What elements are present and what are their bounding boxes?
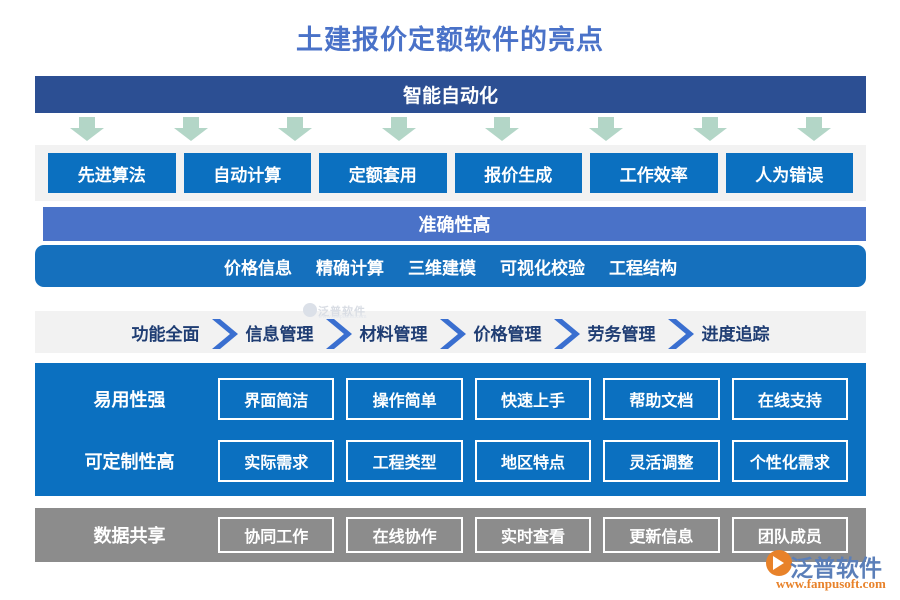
- brand-name: 泛普软件: [790, 556, 882, 581]
- feature-item[interactable]: 个性化需求: [731, 439, 849, 482]
- accuracy-term: 可视化校验: [500, 258, 585, 278]
- feature-item[interactable]: 操作简单: [346, 377, 463, 420]
- automation-chip[interactable]: 工作效率: [590, 153, 718, 193]
- sharing-item[interactable]: 实时查看: [474, 517, 592, 553]
- chevron-right-icon: [208, 317, 238, 349]
- accuracy-term: 三维建模: [408, 258, 476, 278]
- feature-item[interactable]: 帮助文档: [603, 377, 720, 420]
- sharing-item[interactable]: 团队成员: [731, 517, 849, 553]
- process-step[interactable]: 进度追踪: [701, 324, 770, 344]
- feature-item[interactable]: 工程类型: [346, 439, 463, 482]
- feature-item[interactable]: 地区特点: [474, 439, 592, 482]
- page-title: 土建报价定额软件的亮点: [296, 25, 604, 55]
- play-circle-icon: [766, 550, 792, 576]
- automation-chip-strip: 先进算法 自动计算 定额套用 报价生成 工作效率 人为错误: [35, 145, 866, 201]
- arrow-down-icon: [589, 117, 624, 141]
- feature-item[interactable]: 灵活调整: [603, 439, 720, 482]
- process-step[interactable]: 功能全面: [131, 324, 200, 344]
- sharing-block: 数据共享 协同工作 在线协作 实时查看 更新信息 团队成员: [35, 508, 866, 562]
- automation-chip[interactable]: 报价生成: [454, 153, 582, 193]
- process-step[interactable]: 价格管理: [473, 324, 542, 344]
- feature-item[interactable]: 快速上手: [474, 377, 592, 420]
- automation-chip[interactable]: 自动计算: [183, 153, 311, 193]
- chevron-right-icon: [664, 317, 694, 349]
- chevron-right-icon: [550, 317, 580, 349]
- watermark-url: www.fanpusoft.com: [318, 314, 367, 320]
- automation-chip[interactable]: 先进算法: [48, 153, 176, 193]
- sharing-item[interactable]: 协同工作: [218, 517, 335, 553]
- sharing-heading: 数据共享: [93, 526, 166, 546]
- automation-chip[interactable]: 人为错误: [725, 153, 853, 193]
- chevron-right-icon: [322, 317, 352, 349]
- arrow-row: [35, 117, 866, 142]
- feature-item[interactable]: 界面简洁: [218, 377, 335, 420]
- automation-band: 智能自动化: [35, 76, 866, 113]
- feature-row-heading: 可定制性高: [84, 451, 175, 472]
- arrow-down-icon: [693, 117, 728, 141]
- process-step[interactable]: 材料管理: [359, 324, 428, 344]
- accuracy-term: 工程结构: [609, 258, 677, 278]
- feature-row-heading: 易用性强: [93, 389, 166, 410]
- brand-url: www.fanpusoft.com: [776, 576, 886, 591]
- process-chevron-row: 功能全面 信息管理 材料管理 价格管理 劳务管理 进度追踪: [35, 311, 866, 353]
- arrow-down-icon: [485, 117, 520, 141]
- accuracy-terms-band: 价格信息 精确计算 三维建模 可视化校验 工程结构: [35, 245, 866, 287]
- process-step[interactable]: 劳务管理: [587, 324, 656, 344]
- features-block: 易用性强 界面简洁 操作简单 快速上手 帮助文档 在线支持 可定制性高 实际需求…: [35, 363, 866, 496]
- arrow-down-icon: [173, 117, 208, 141]
- automation-chip[interactable]: 定额套用: [319, 153, 447, 193]
- accuracy-term: 精确计算: [316, 258, 384, 278]
- process-step[interactable]: 信息管理: [245, 324, 314, 344]
- accuracy-band: 准确性高: [43, 207, 866, 241]
- feature-item[interactable]: 在线支持: [731, 377, 849, 420]
- feature-row-usability: 易用性强 界面简洁 操作简单 快速上手 帮助文档 在线支持: [35, 374, 866, 424]
- arrow-down-icon: [69, 117, 104, 141]
- accuracy-band-label: 准确性高: [418, 215, 491, 235]
- accuracy-term: 价格信息: [224, 258, 292, 278]
- feature-row-customization: 可定制性高 实际需求 工程类型 地区特点 灵活调整 个性化需求: [35, 436, 866, 486]
- chevron-right-icon: [436, 317, 466, 349]
- feature-item[interactable]: 实际需求: [218, 439, 335, 482]
- brand-logo: 泛普软件 www.fanpusoft.com: [766, 550, 898, 594]
- watermark-logo-icon: [303, 303, 317, 317]
- watermark-text: 泛普软件: [318, 306, 366, 318]
- sharing-item[interactable]: 在线协作: [346, 517, 463, 553]
- arrow-down-icon: [277, 117, 312, 141]
- arrow-down-icon: [381, 117, 416, 141]
- automation-band-label: 智能自动化: [402, 86, 498, 107]
- sharing-item[interactable]: 更新信息: [603, 517, 720, 553]
- arrow-down-icon: [797, 117, 832, 141]
